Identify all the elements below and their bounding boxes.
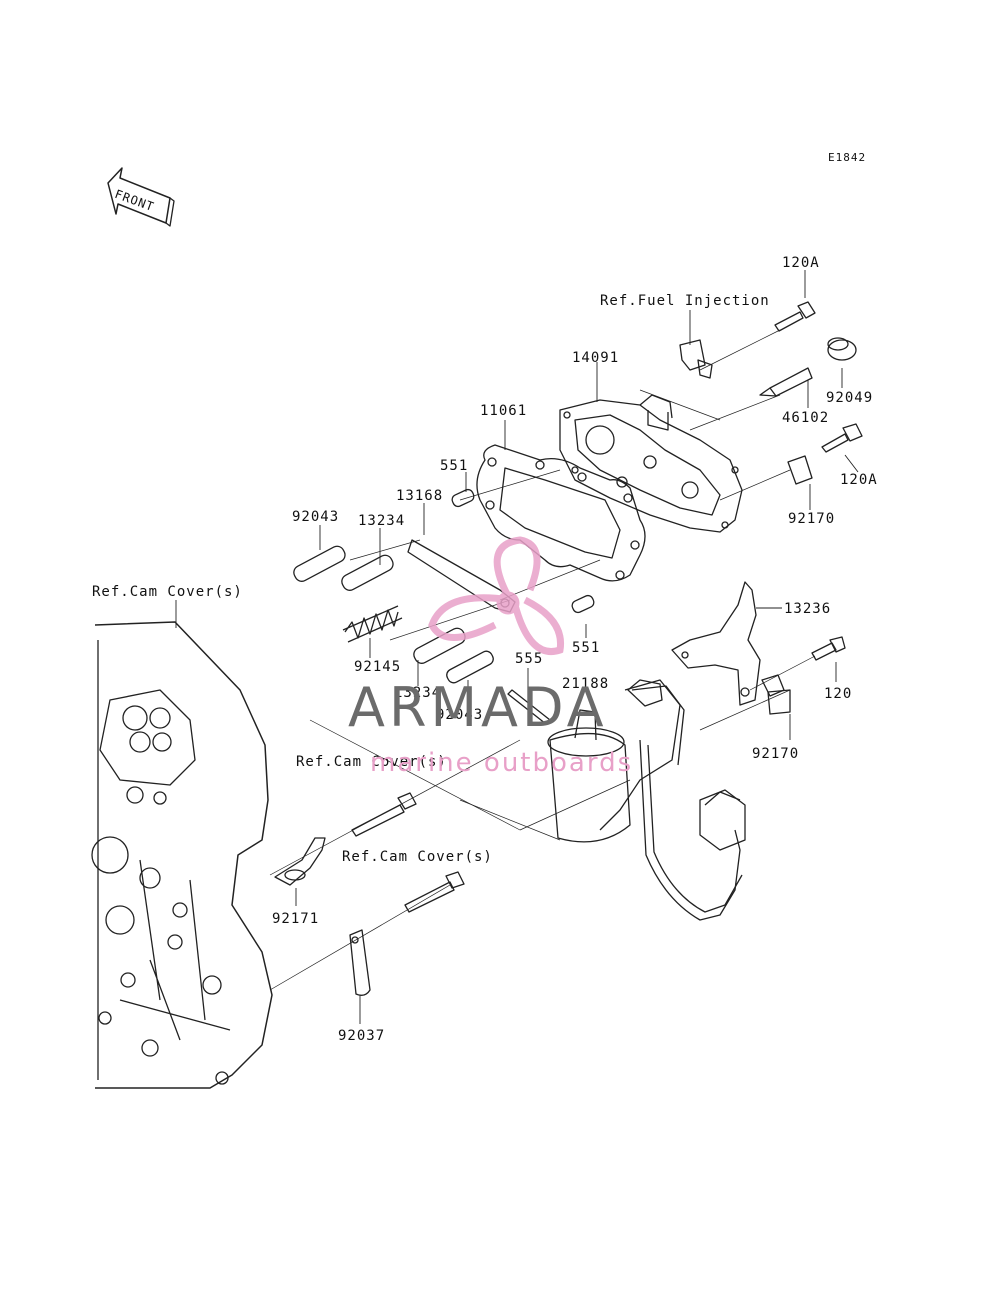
actuator-21188 <box>547 679 746 921</box>
watermark-tagline: marine outboards <box>370 748 634 778</box>
dowel-551-top <box>451 488 475 508</box>
label-92043-left: 92043 <box>292 509 340 525</box>
screw-555 <box>507 689 551 725</box>
label-11061: 11061 <box>480 403 528 419</box>
label-ref-fuel-injection: Ref.Fuel Injection <box>600 293 770 309</box>
bracket-13236 <box>671 581 761 706</box>
label-13234-bottom: 13234 <box>394 685 442 701</box>
clamp-fuel-injection <box>679 339 713 379</box>
label-46102: 46102 <box>782 410 830 426</box>
label-92171: 92171 <box>272 911 320 927</box>
clamp-92171 <box>274 837 326 886</box>
label-92145: 92145 <box>354 659 402 675</box>
label-120A-top: 120A <box>782 255 820 271</box>
pin-46102 <box>759 367 813 397</box>
cam-cover-housing <box>91 621 273 1089</box>
label-ref-cam-cover-3: Ref.Cam Cover(s) <box>342 849 493 865</box>
dowel-551-mid <box>571 594 595 614</box>
label-551-top: 551 <box>440 458 469 474</box>
label-92037: 92037 <box>338 1028 386 1044</box>
label-21188: 21188 <box>562 676 610 692</box>
label-551-mid: 551 <box>572 640 601 656</box>
label-13236: 13236 <box>784 601 832 617</box>
bolt-120A-top <box>774 301 816 332</box>
bolt-120 <box>811 636 846 661</box>
armada-logo-icon <box>428 536 565 655</box>
label-14091: 14091 <box>572 350 620 366</box>
diagram-code: E1842 <box>828 151 867 164</box>
label-92043-bottom: 92043 <box>436 707 484 723</box>
label-555: 555 <box>515 651 544 667</box>
pin-92043-bottom <box>446 650 494 684</box>
gasket-11061 <box>476 444 646 582</box>
pin-92043-left <box>293 545 346 582</box>
watermark-brand: ARMADA <box>348 676 608 739</box>
bolt-120A-mid <box>821 423 863 453</box>
pin-13234-bottom <box>413 627 466 664</box>
bolt-cam-cover-1 <box>351 792 417 837</box>
pin-13234-top <box>341 554 394 591</box>
label-ref-cam-cover-1: Ref.Cam Cover(s) <box>92 584 243 600</box>
spring-92145 <box>342 605 403 643</box>
front-arrow-icon <box>107 167 175 227</box>
label-92049: 92049 <box>826 390 874 406</box>
label-120A-mid: 120A <box>840 472 878 488</box>
clamp-92037 <box>349 929 371 996</box>
cover-plate-14091 <box>559 394 743 533</box>
collar-92049 <box>827 337 857 361</box>
label-ref-cam-cover-2: Ref.Cam Cover(s) <box>296 754 447 770</box>
clamp-92170-top <box>787 455 813 485</box>
label-13168: 13168 <box>396 488 444 504</box>
label-92170-bottom: 92170 <box>752 746 800 762</box>
label-13234-top: 13234 <box>358 513 406 529</box>
clamp-92170-bottom <box>761 674 791 715</box>
label-92170-top: 92170 <box>788 511 836 527</box>
label-120: 120 <box>824 686 853 702</box>
